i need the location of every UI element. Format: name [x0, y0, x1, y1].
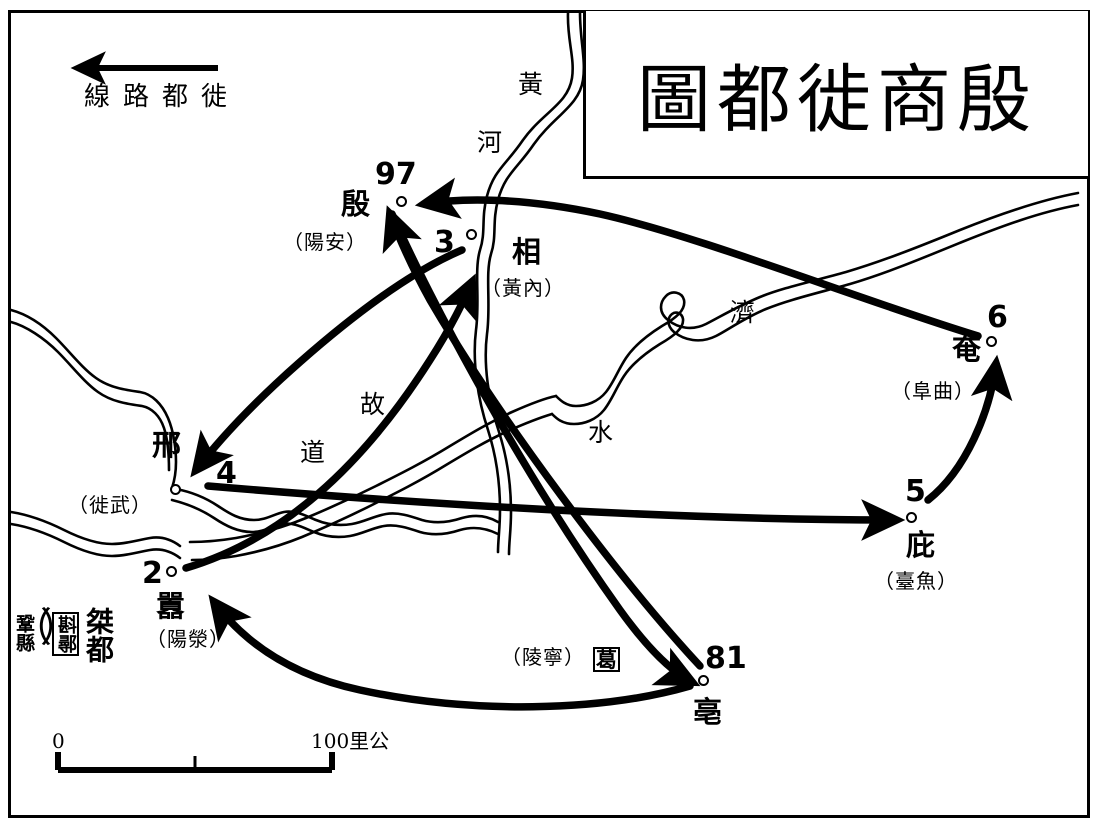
site-sequence-number: 3 [434, 225, 455, 260]
legend-modern-county-key: 鞏縣 [13, 614, 35, 652]
site-sequence-number: 4 [216, 456, 237, 491]
city-dot [396, 196, 407, 207]
map-border-frame [8, 10, 1090, 818]
site-sequence-number: 5 [905, 474, 926, 509]
site-ancient-name: 囂 [156, 589, 186, 623]
site-modern-name: （陽滎） [146, 627, 230, 651]
city-dot [466, 229, 477, 240]
river-label: 濟 [730, 298, 756, 327]
site-ancient-name: 亳 [693, 695, 723, 729]
legend-county-paren-open: （ [12, 605, 52, 651]
city-dot [986, 336, 997, 347]
city-dot [166, 566, 177, 577]
site-sequence-number: 2 [142, 556, 163, 591]
site-ancient-name: 奄 [952, 332, 982, 366]
site-ancient-name: 殷 [341, 187, 371, 221]
river-label: 河 [477, 128, 503, 157]
legend-route-label: 線路都徙 [84, 82, 241, 112]
boxed-ancient-state-label: 葛 [593, 647, 620, 672]
site-sequence-number: 97 [375, 157, 417, 192]
legend-ancient-capital-key: 斟鄩 [52, 612, 79, 656]
scale-min-label: 0 [52, 729, 65, 753]
annotation-modern-name: （陵寧） [501, 645, 585, 669]
map-title-cartouche: 圖都徙商殷 [583, 11, 1088, 179]
scale-max-label: 100里公 [311, 729, 390, 753]
site-sequence-number: 81 [705, 641, 747, 676]
site-ancient-name: 邢 [152, 428, 182, 462]
site-modern-name: （阜曲） [891, 379, 975, 403]
city-dot [170, 484, 181, 495]
city-dot [698, 675, 709, 686]
legend-county-paren-close: ） [40, 605, 80, 651]
city-dot [906, 512, 917, 523]
legend-jie-capital-key: 桀都 [82, 607, 115, 663]
site-ancient-name: 庇 [906, 528, 936, 562]
river-label: 故 [360, 390, 386, 419]
site-modern-name: （陽安） [283, 230, 367, 254]
site-modern-name: （臺魚） [874, 569, 958, 593]
map-title: 圖都徙商殷 [637, 57, 1037, 143]
site-sequence-number: 6 [987, 300, 1008, 335]
site-ancient-name: 相 [512, 235, 542, 269]
site-modern-name: （黃內） [481, 276, 565, 300]
river-label: 黃 [518, 70, 544, 99]
river-label: 水 [588, 418, 614, 447]
site-modern-name: （徙武） [68, 493, 152, 517]
river-label: 道 [300, 438, 326, 467]
